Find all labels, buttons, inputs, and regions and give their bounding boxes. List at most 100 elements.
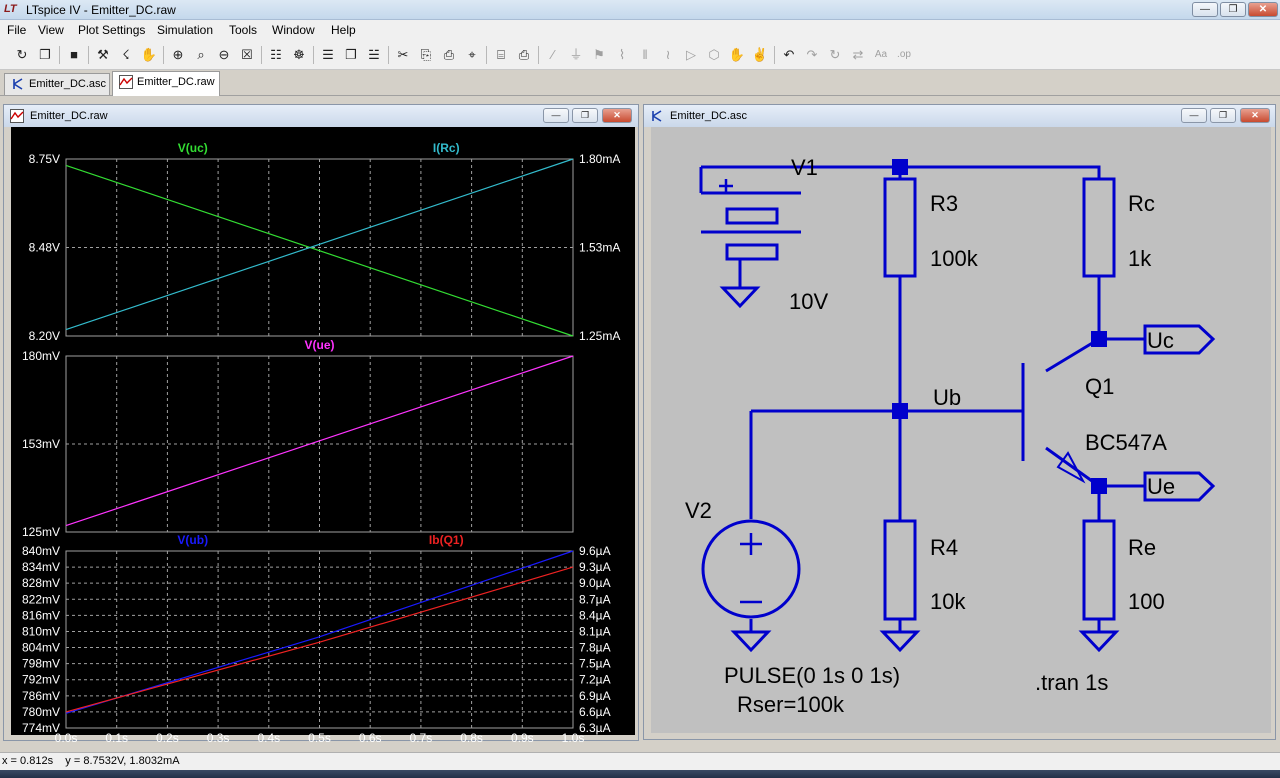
zoom-in-icon[interactable]: ⊕	[172, 47, 184, 62]
schematic-close-button[interactable]: ✕	[1240, 108, 1270, 123]
ground-icon[interactable]: ⏚	[569, 47, 583, 62]
rotate-icon[interactable]: ↻	[829, 47, 841, 62]
redo-icon[interactable]: ↷	[806, 47, 818, 62]
y-tick-label-right: 1.25mA	[579, 329, 620, 343]
trace-label[interactable]: V(ue)	[305, 338, 335, 352]
menu-plot-settings[interactable]: Plot Settings	[78, 23, 146, 37]
wire-icon[interactable]: ∕	[551, 47, 555, 62]
net-flag-ue	[1143, 471, 1216, 502]
tile-horizontal-icon[interactable]: ☰	[322, 47, 334, 62]
waveform-minimize-button[interactable]: —	[543, 108, 569, 123]
diode-icon[interactable]: ▷	[686, 47, 696, 62]
battery-v1	[701, 179, 801, 287]
toolbar-separator	[313, 46, 314, 64]
find-icon[interactable]: ⌖	[468, 47, 476, 62]
y-tick-label-left: 834mV	[22, 560, 60, 574]
trace-label[interactable]: V(ub)	[177, 533, 208, 547]
paste-icon[interactable]: ⎙	[443, 47, 455, 62]
y-tick-label-left: 8.20V	[29, 329, 60, 343]
toolbar: ↻ ❐ ■ ⚒ ☇ ✋ ⊕ ⌕ ⊖ ☒ ☷ ☸ ☰ ❐ ☱ ✂ ⎘ ⎙ ⌖ ⌸ ⎙ ∕ ⏚ ⚑ ⌇ ‖ ≀ ▷ ⬡ ✋ ✌ ↶ ↷ ↻ ⇄ Aa .op	[0, 40, 1280, 70]
status-bar: x = 0.812s y = 8.7532V, 1.8032mA	[0, 752, 1280, 770]
autoscale-icon[interactable]: ☸	[293, 47, 305, 62]
label-net-icon[interactable]: ⚑	[593, 47, 605, 62]
trace-v-ue[interactable]	[65, 355, 574, 527]
trace-ib-q1[interactable]	[65, 566, 574, 713]
tab-emitter-dc-raw[interactable]: Emitter_DC.raw	[112, 71, 220, 96]
component-icon[interactable]: ⬡	[708, 47, 720, 62]
toolbar-separator	[261, 46, 262, 64]
tile-vertical-icon[interactable]: ☱	[368, 47, 380, 62]
y-tick-label-left: 774mV	[22, 721, 60, 735]
cut-icon[interactable]: ✂	[397, 47, 409, 62]
zoom-out-icon[interactable]: ⊖	[218, 47, 230, 62]
trace-i-rc[interactable]	[65, 158, 574, 331]
zoom-area-icon[interactable]: ⌕	[197, 47, 205, 62]
move-icon[interactable]: ✋	[728, 47, 746, 62]
trace-label[interactable]: V(uc)	[178, 141, 208, 155]
net-label-uc: Uc	[1147, 328, 1174, 353]
q1-name: Q1	[1085, 374, 1114, 399]
menu-tools[interactable]: Tools	[229, 23, 258, 37]
menu-window[interactable]: Window	[272, 23, 315, 37]
maximize-button[interactable]: ❐	[1220, 2, 1246, 17]
autorange-icon[interactable]: ☷	[270, 47, 282, 62]
menu-simulation[interactable]: Simulation	[157, 23, 214, 37]
trace-v-uc[interactable]	[65, 164, 574, 337]
capacitor-icon[interactable]: ‖	[642, 47, 648, 62]
resistor-rc	[1082, 177, 1116, 278]
v1-name: V1	[791, 155, 818, 180]
schematic-drawing[interactable]: V1 10V R3 100k Rc 1k Ub Uc Ue Q1 BC547A …	[651, 127, 1271, 733]
toolbar-separator	[163, 46, 164, 64]
menu-view[interactable]: View	[38, 23, 64, 37]
copy-icon[interactable]: ⎘	[420, 47, 432, 62]
resistor-icon[interactable]: ⌇	[618, 47, 626, 62]
menu-file[interactable]: File	[7, 23, 27, 37]
drag-icon[interactable]: ✌	[751, 47, 769, 62]
trace-label[interactable]: Ib(Q1)	[429, 533, 464, 547]
waveform-plot[interactable]: 8.75V8.48V8.20V1.80mA1.53mA1.25mAV(uc)I(…	[11, 127, 635, 745]
schematic-canvas[interactable]: V1 10V R3 100k Rc 1k Ub Uc Ue Q1 BC547A …	[651, 127, 1271, 733]
run-icon[interactable]: ☇	[122, 47, 130, 62]
schematic-window: Emitter_DC.asc — ❐ ✕	[643, 104, 1276, 740]
mirror-icon[interactable]: ⇄	[852, 47, 864, 62]
wire-emitter	[1045, 446, 1100, 488]
toolbar-separator	[88, 46, 89, 64]
y-tick-label-right: 7.8µA	[579, 641, 611, 655]
trace-label[interactable]: I(Rc)	[433, 141, 460, 155]
waveform-restore-button[interactable]: ❐	[572, 108, 598, 123]
toolbar-separator	[774, 46, 775, 64]
menu-help[interactable]: Help	[331, 23, 356, 37]
open-file-icon[interactable]: ❐	[39, 47, 51, 62]
y-tick-label-right: 7.2µA	[579, 673, 611, 687]
waveform-icon	[119, 75, 133, 89]
x-tick-label: 0.6s	[359, 731, 382, 745]
inductor-icon[interactable]: ≀	[665, 47, 671, 62]
tab-emitter-dc-asc[interactable]: Emitter_DC.asc	[4, 73, 110, 95]
schematic-minimize-button[interactable]: —	[1181, 108, 1207, 123]
ground-symbols	[719, 286, 1120, 653]
save-icon[interactable]: ■	[70, 47, 78, 62]
print-setup-icon[interactable]: ⌸	[497, 47, 505, 62]
print-icon[interactable]: ⎙	[518, 47, 530, 62]
spice-directive-icon[interactable]: .op	[897, 49, 911, 60]
trace-v-ub[interactable]	[65, 550, 574, 714]
open-schematic-icon[interactable]: ↻	[16, 47, 28, 62]
q1-value: BC547A	[1085, 430, 1167, 455]
schematic-restore-button[interactable]: ❐	[1210, 108, 1236, 123]
y-tick-label-left: 786mV	[22, 689, 60, 703]
schematic-icon	[652, 110, 662, 122]
node-ub	[892, 403, 908, 419]
control-panel-icon[interactable]: ⚒	[97, 47, 109, 62]
waveform-window-titlebar: Emitter_DC.raw — ❐ ✕	[4, 105, 638, 127]
undo-icon[interactable]: ↶	[783, 47, 795, 62]
text-icon[interactable]: Aa	[874, 49, 888, 60]
y-tick-label-left: 840mV	[22, 544, 60, 558]
waveform-close-button[interactable]: ✕	[602, 108, 632, 123]
pan-icon[interactable]: ✋	[140, 47, 158, 62]
y-tick-label-right: 8.1µA	[579, 624, 611, 638]
minimize-button[interactable]: —	[1192, 2, 1218, 17]
close-button[interactable]: ✕	[1248, 2, 1278, 17]
zoom-fit-icon[interactable]: ☒	[241, 47, 253, 62]
cascade-icon[interactable]: ❐	[345, 47, 357, 62]
